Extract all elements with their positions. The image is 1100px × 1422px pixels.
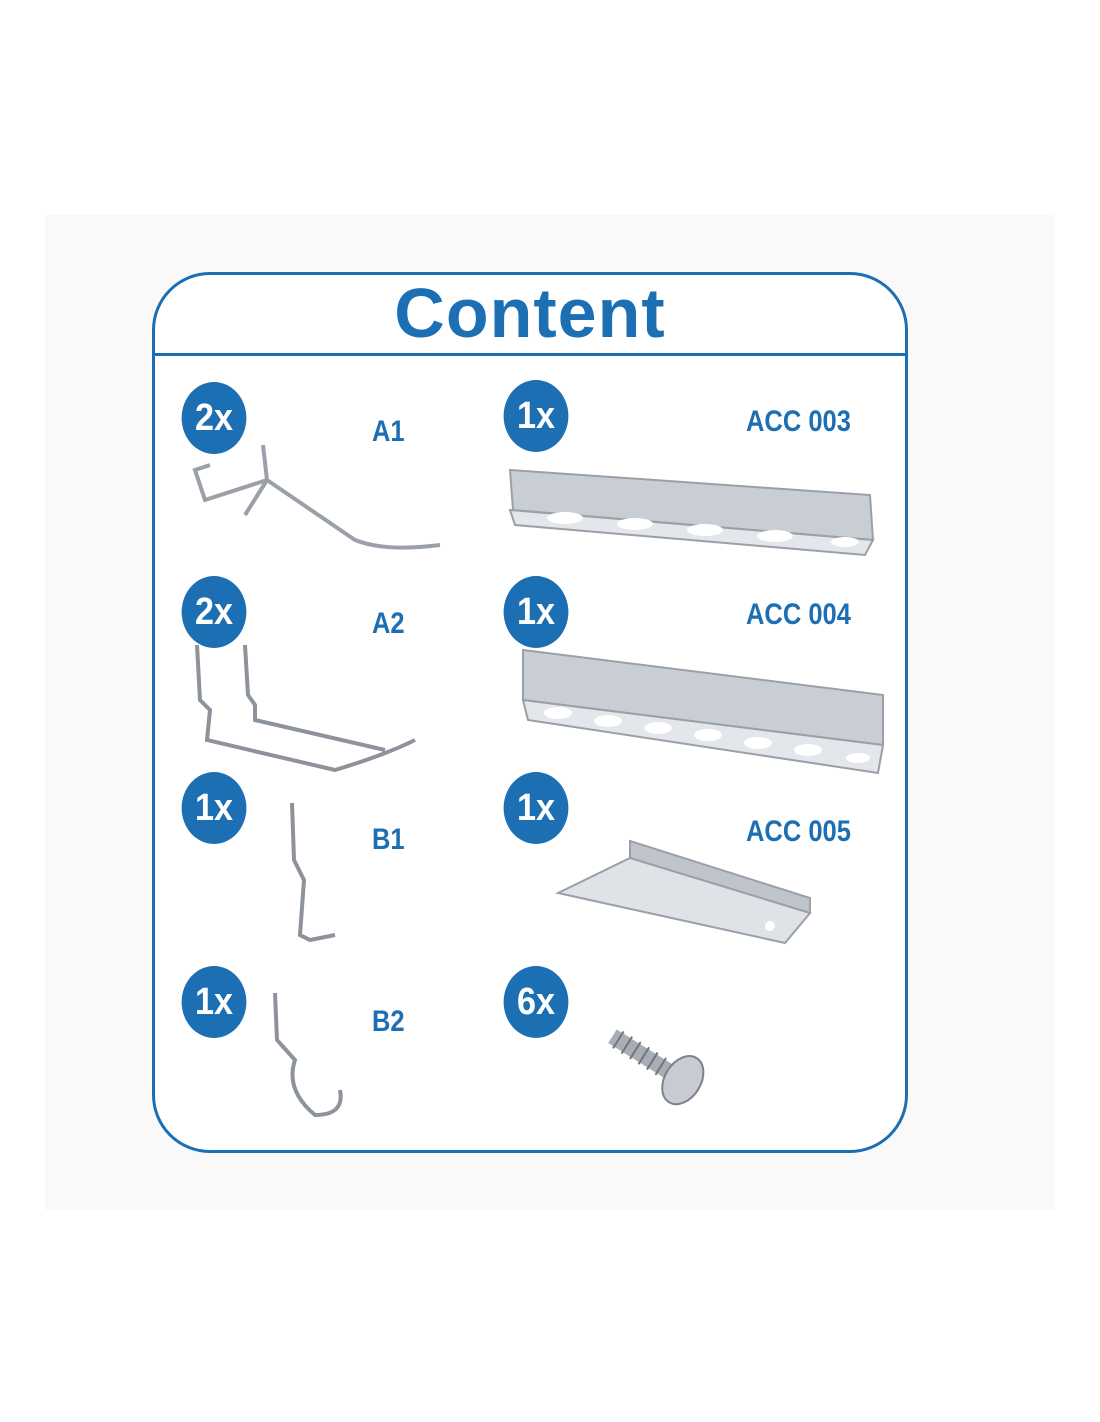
hook-b2-image — [273, 992, 343, 1118]
screw-image — [608, 1029, 705, 1106]
code-label-a2: A2 — [372, 607, 405, 640]
code-label-b1: B1 — [372, 823, 405, 856]
tool-holder-acc003-image — [508, 468, 875, 557]
qty-badge-acc005: 1x — [503, 772, 569, 844]
code-label-acc004: ACC 004 — [746, 598, 851, 631]
qty-badge-b2: 1x — [181, 966, 247, 1038]
qty-badge-acc003: 1x — [503, 380, 569, 452]
qty-badge-b1: 1x — [181, 772, 247, 844]
hook-a1-image — [192, 444, 441, 550]
code-label-acc003: ACC 003 — [746, 405, 851, 438]
hook-b1-image — [290, 802, 336, 943]
code-label-a1: A1 — [372, 415, 405, 448]
bracket-acc005-image — [555, 839, 812, 945]
hook-a2-image — [195, 644, 416, 773]
qty-badge-screws: 6x — [503, 966, 569, 1038]
tool-holder-acc004-image — [521, 648, 885, 775]
code-label-b2: B2 — [372, 1005, 405, 1038]
qty-badge-a2: 2x — [181, 576, 247, 648]
content-title: Content — [394, 274, 666, 352]
qty-badge-a1: 2x — [181, 382, 247, 454]
header-divider — [152, 353, 908, 356]
code-label-acc005: ACC 005 — [746, 815, 851, 848]
qty-badge-acc004: 1x — [503, 576, 569, 648]
